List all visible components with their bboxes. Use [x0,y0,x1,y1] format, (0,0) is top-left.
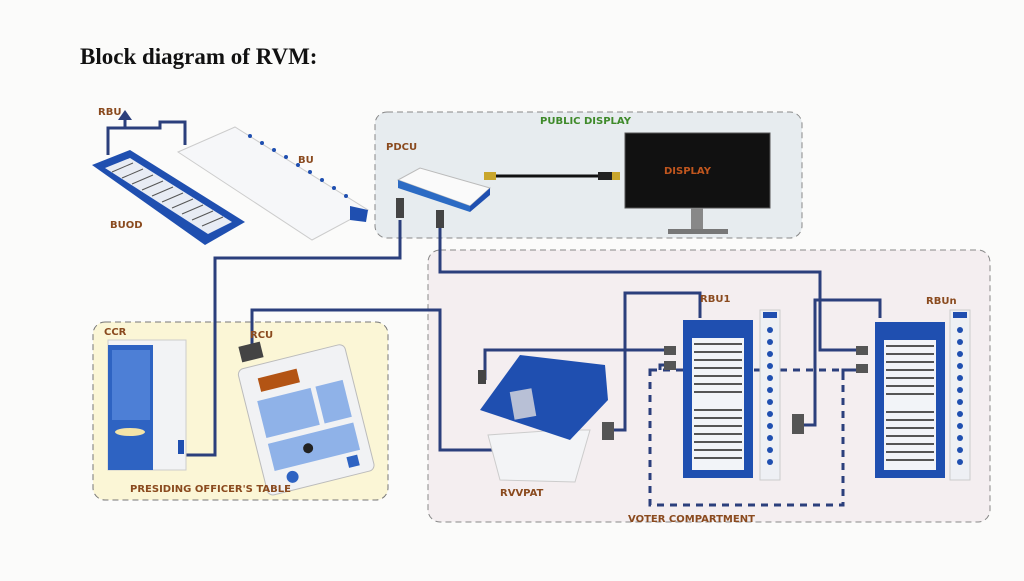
label-voter-compartment: VOTER COMPARTMENT [628,514,755,525]
label-bu: BU [298,155,314,166]
bu-unit [176,126,369,241]
buod-unit [92,150,245,245]
label-rvvpat: RVVPAT [500,488,544,499]
rbun-unit [856,309,971,481]
hdmi-cable [484,172,620,180]
label-ccr: CCR [104,327,127,338]
cables [106,118,882,457]
label-rcu: RCU [250,330,273,341]
rvvpat-unit [478,355,614,483]
label-presiding-officer-table: PRESIDING OFFICER'S TABLE [130,484,291,495]
display-monitor [624,132,771,234]
label-rbu1: RBU1 [700,294,730,305]
label-rbun: RBUn [926,296,957,307]
label-rbu: RBU [98,107,121,118]
rbu1-unit [664,309,804,481]
label-display: DISPLAY [664,166,712,177]
rcu-connector [238,341,264,363]
pdcu-unit [396,167,492,228]
rbu-arrow-icon [118,110,132,120]
diagram-title: Block diagram of RVM: [80,44,318,69]
rcu-unit [237,344,375,496]
label-pdcu: PDCU [386,142,417,153]
ccr-unit [107,339,187,471]
label-public-display: PUBLIC DISPLAY [540,116,632,127]
label-buod: BUOD [110,220,143,231]
